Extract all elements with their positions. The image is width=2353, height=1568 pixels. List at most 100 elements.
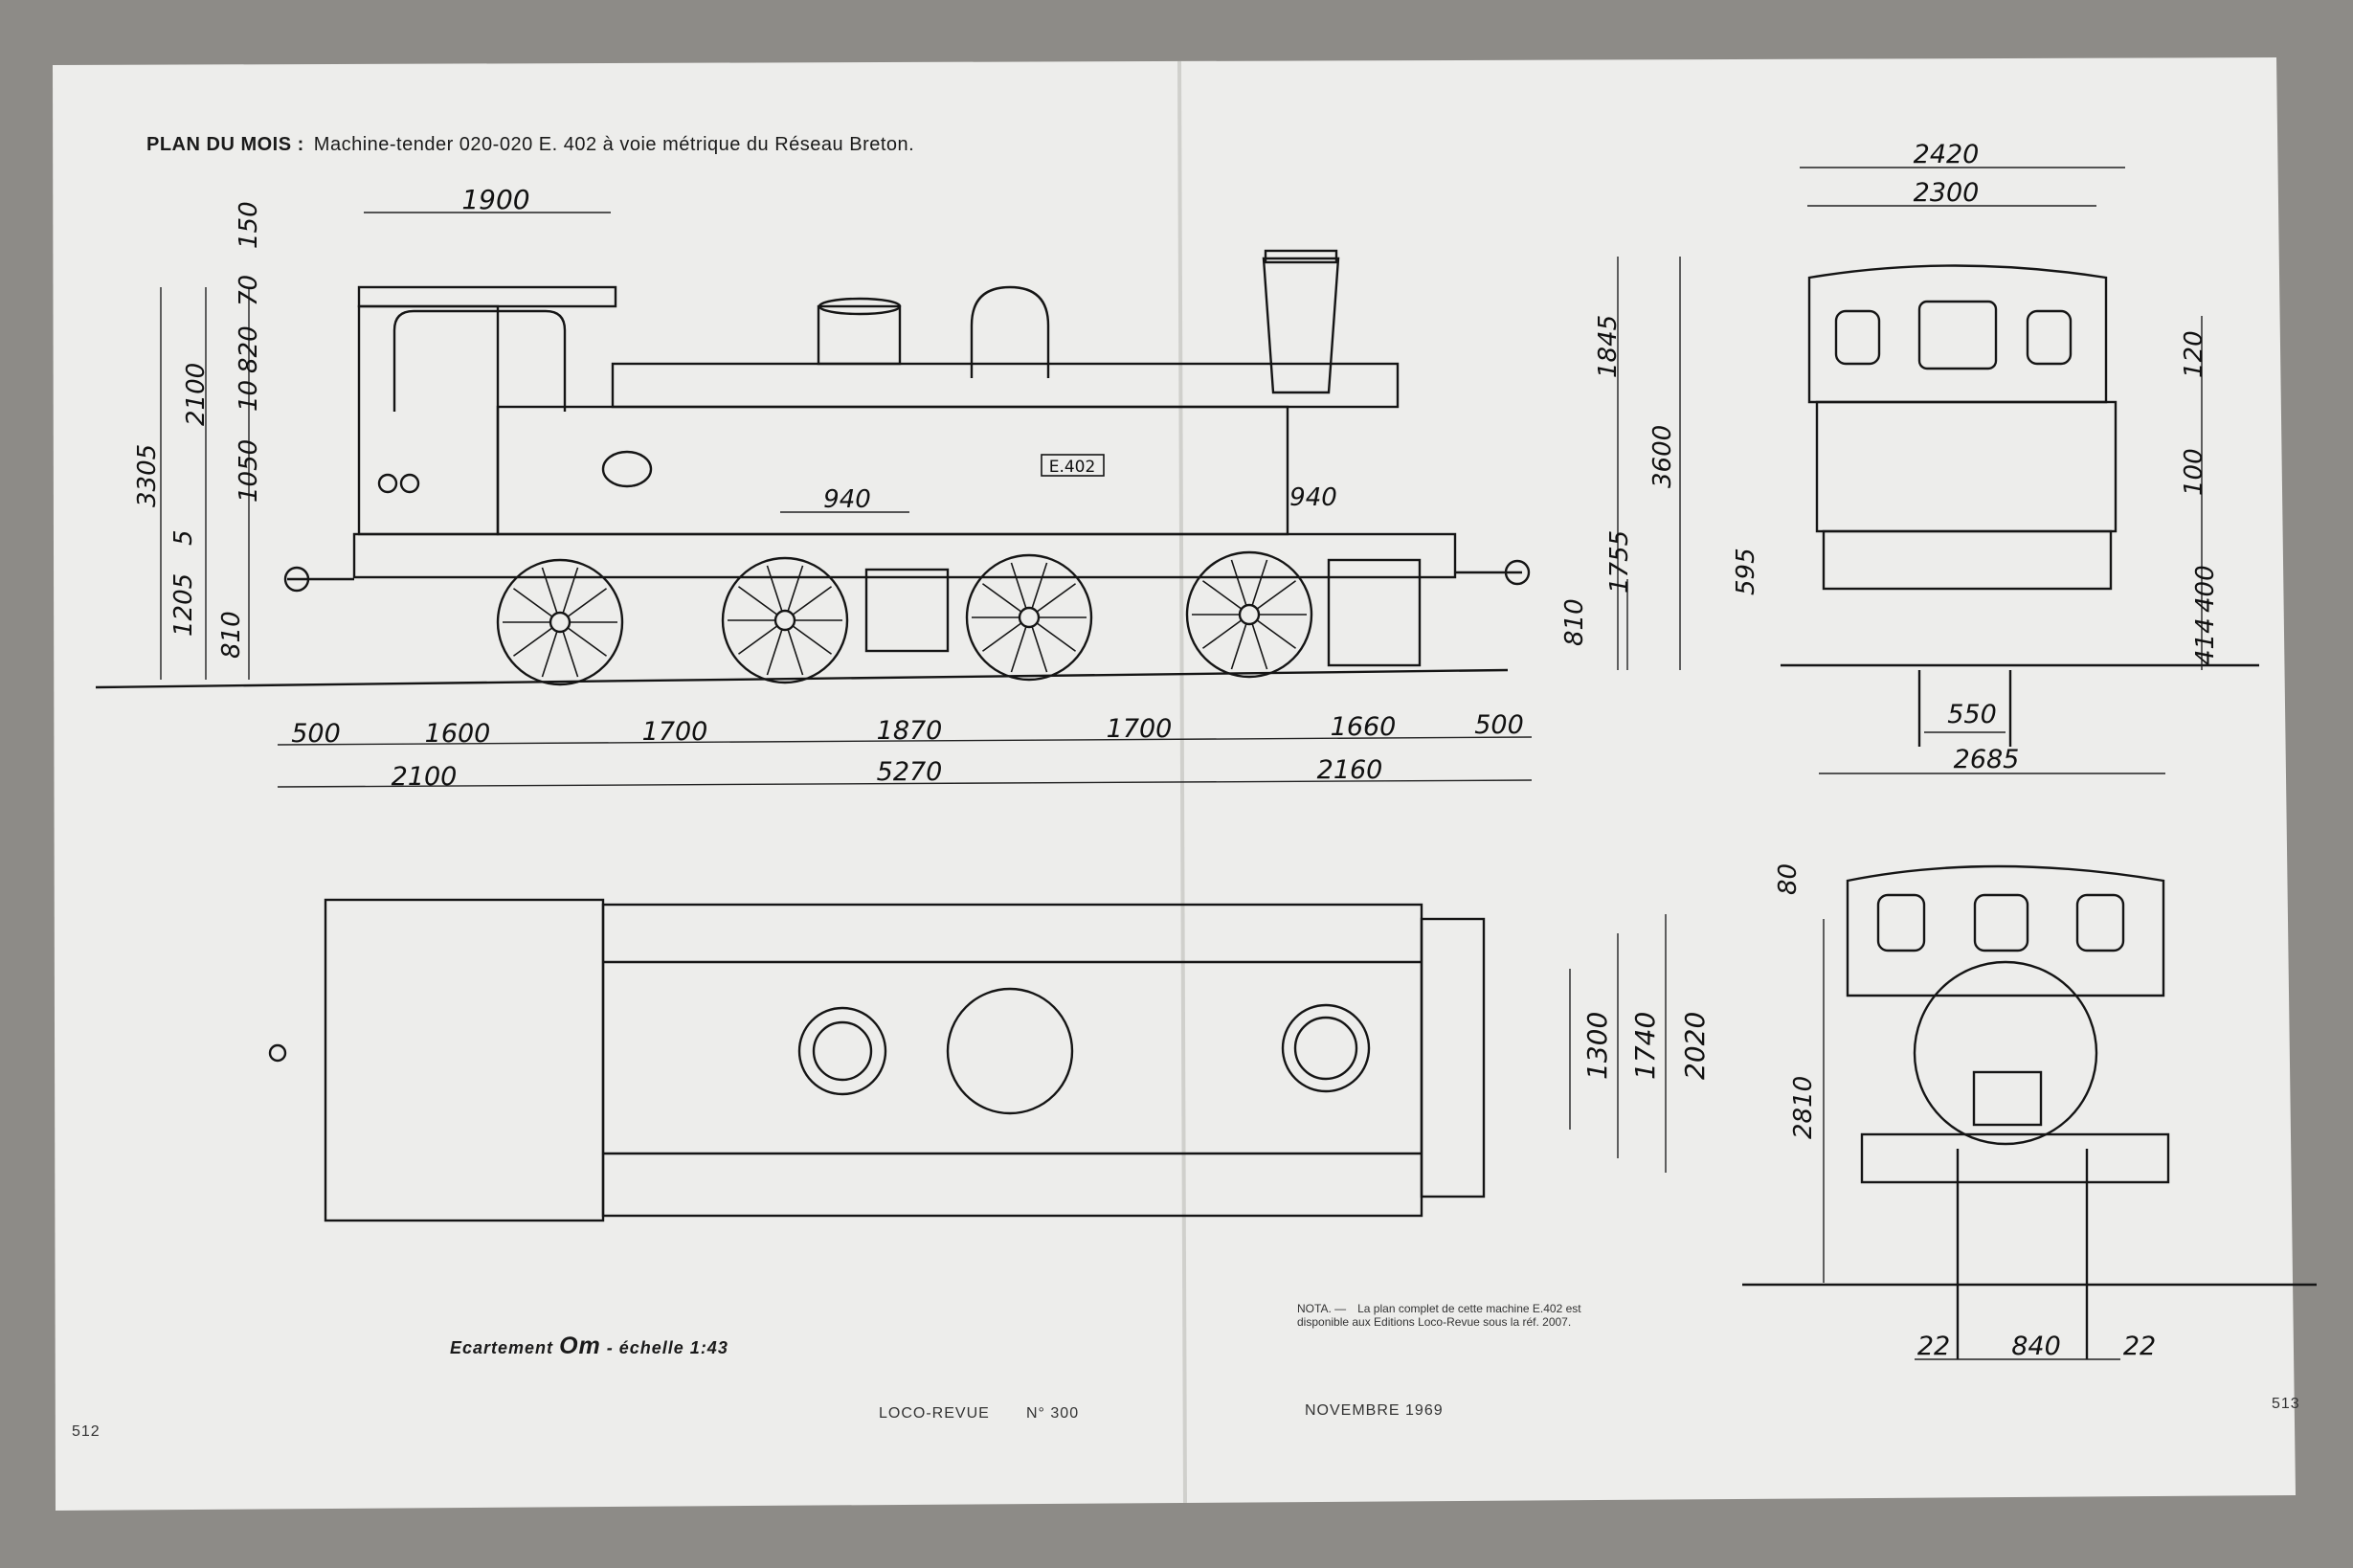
dim-rear-595: 595 [1732,548,1760,595]
wheel-spoke [1036,622,1077,652]
dim-inner-940-left: 940 [823,485,871,514]
wheel-4 [1185,550,1313,679]
dim-rear-400: 400 [2191,565,2220,613]
wheel-3 [965,553,1093,682]
bottom-row2-line [277,779,1533,788]
wheel-spoke [562,567,579,614]
front-buffer-beam-end [1860,1132,2170,1184]
wheel-2 [721,556,849,684]
wheel-1 [496,558,624,686]
smokebox-door [1913,960,2098,1146]
buffer-rear [283,566,310,593]
dim-rear-120: 120 [2180,330,2208,378]
dim-left-1205: 1205 [169,573,198,637]
page-number-right: 513 [2272,1396,2300,1412]
plan-sand-dome-inner [812,1020,873,1082]
dim-rear-2420: 2420 [1914,140,1980,169]
buffer-front [1504,559,1531,586]
dim-left-1050: 1050 [235,439,263,503]
gauge-prefix: Ecartement [450,1338,554,1357]
dim-plan-1300: 1300 [1581,1012,1613,1080]
side-dimension-lines [160,212,1681,788]
dim-rear-2685: 2685 [1954,745,2020,774]
plan-sand-dome [797,1006,887,1096]
chimney-cap [1264,249,1338,264]
dim-left-150: 150 [235,201,263,249]
plate-frame [1041,454,1105,477]
plan-chimney [1281,1003,1371,1093]
journal-name: LOCO-REVUE [879,1405,990,1422]
dim-front-80: 80 [1774,863,1803,895]
side-wheels [496,550,1313,686]
wheel-spoke [512,627,553,657]
dim-plan-2020: 2020 [1679,1012,1711,1080]
plan-front-beam [1420,917,1486,1198]
wheel-spoke [981,583,1022,613]
plate-label: E.402 [1049,458,1096,477]
steam-dome [970,285,1050,378]
plan-view-drawing [268,898,1486,1222]
front-dimension-lines [1823,919,2120,1360]
header-label: PLAN DU MOIS : [146,134,304,155]
rear-buffer-beam-end [1822,529,2113,591]
rear-cylinder-box [864,568,950,653]
wheel-spoke [567,588,608,617]
rear-window-left [1834,309,1881,366]
front-window-center [1973,893,2029,952]
dim-bottom-1600: 1600 [425,719,491,749]
dim-rear-550: 550 [1947,700,1997,729]
dim-bottom-1700-left: 1700 [642,717,708,747]
wheel-spoke [1201,619,1243,649]
plan-coupler [268,1043,287,1063]
wheel-spoke [737,625,778,655]
wheel-spoke [1256,619,1297,649]
gauge-suffix: - échelle 1:43 [606,1338,728,1357]
dim-cab-width: 1900 [461,184,529,215]
rear-cab-outline [1807,264,2108,404]
wheel-spoke [787,629,804,676]
rear-window-right [2026,309,2073,366]
wheel-spoke [1036,583,1077,613]
plan-header: PLAN DU MOIS :Machine-tender 020-020 E. … [146,134,914,156]
dim-bottom-5270: 5270 [877,757,943,787]
dim-left-70: 70 [235,275,263,306]
cab-roof [357,285,617,308]
wheel-spoke [1230,623,1247,670]
nota-label: NOTA. — [1297,1302,1347,1315]
front-end-elevation-drawing [1742,864,2317,1359]
wheel-spoke [541,567,558,614]
wheel-spoke [1251,623,1268,670]
issue-number: N° 300 [1026,1405,1080,1422]
wheel-spoke [792,586,833,616]
wheel-spoke [1031,626,1048,673]
bottom-row1-line [277,736,1533,746]
dim-left-810: 810 [217,611,246,659]
wheel-spoke [737,586,778,616]
plan-steam-dome [946,987,1074,1115]
wheel-spoke [1251,559,1268,606]
gauge-value: Om [559,1333,601,1359]
dim-right-1755: 1755 [1605,530,1634,594]
wheel-spoke [1201,580,1243,610]
dim-right-3600: 3600 [1648,425,1677,488]
cab-portholes [377,473,398,494]
dim-left-820: 820 [235,325,263,373]
wheel-spoke [1010,562,1027,609]
paper-page [53,57,2296,1511]
dim-rear-2300: 2300 [1914,178,1980,208]
dim-rear-414: 414 [2191,617,2220,665]
dim-front-2810: 2810 [1789,1076,1818,1139]
boiler [611,362,1400,409]
front-window-right [2075,893,2125,952]
side-elevation-drawing [95,249,1531,689]
dim-left-3305: 3305 [133,444,162,507]
rear-dimension-lines [1800,167,2203,774]
gauge-scale: Ecartement Om - échelle 1:43 [450,1333,728,1360]
nota-note: NOTA. —La plan complet de cette machine … [1297,1302,1623,1329]
frame [352,532,1457,579]
chimney [1262,257,1340,394]
wheel-spoke [512,588,553,617]
sand-dome-top [818,297,902,316]
